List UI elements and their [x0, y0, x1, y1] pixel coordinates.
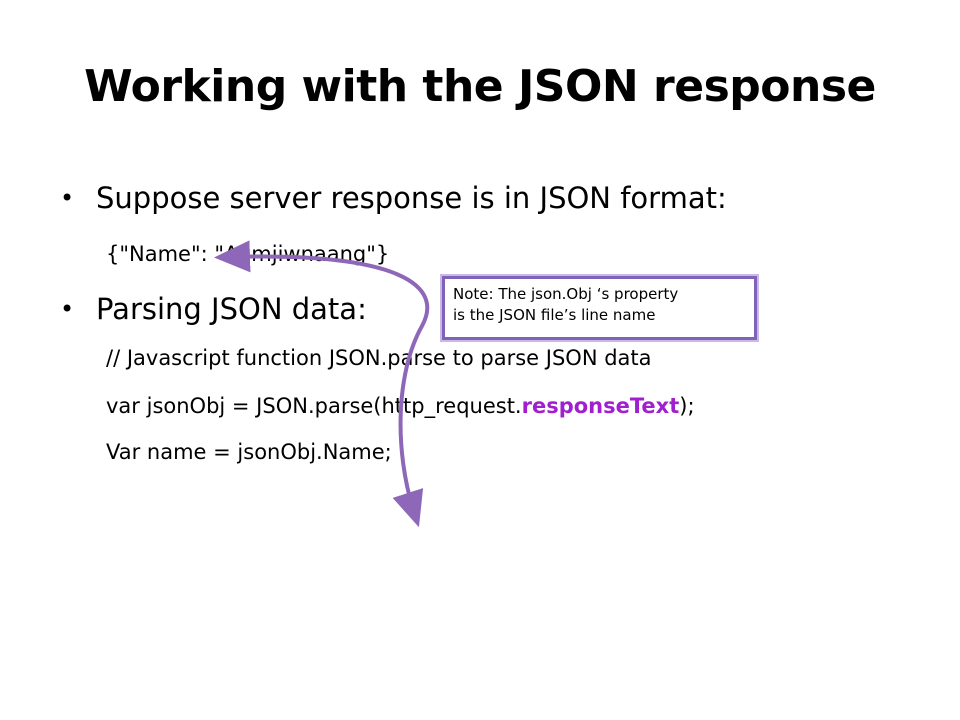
bullet-text: Parsing JSON data:	[96, 292, 367, 326]
slide-title: Working with the JSON response	[84, 61, 876, 112]
code-parse-line: var jsonObj = JSON.parse(http_request.re…	[106, 394, 695, 419]
note-line-1: Note: The json.Obj ‘s property	[453, 285, 679, 303]
note-callout: Note: The json.Obj ‘s property is the JS…	[442, 276, 757, 340]
bullet-text: Suppose server response is in JSON forma…	[96, 181, 727, 215]
bullet-dot-icon: •	[60, 295, 75, 323]
code-parse-suffix: );	[679, 394, 695, 418]
bullet-dot-icon: •	[60, 184, 75, 212]
code-parse-prefix: var jsonObj = JSON.parse(http_request.	[106, 394, 522, 418]
code-name-line: Var name = jsonObj.Name;	[106, 440, 392, 464]
bullet-server-response: • Suppose server response is in JSON form…	[60, 181, 727, 216]
code-comment-line: // Javascript function JSON.parse to par…	[106, 346, 652, 370]
json-example-line: {"Name": "Aamjiwnaang"}	[106, 242, 390, 266]
code-response-text: responseText	[521, 394, 680, 418]
bullet-parsing-json: • Parsing JSON data:	[60, 292, 367, 327]
note-line-2: is the JSON file’s line name	[453, 306, 656, 324]
